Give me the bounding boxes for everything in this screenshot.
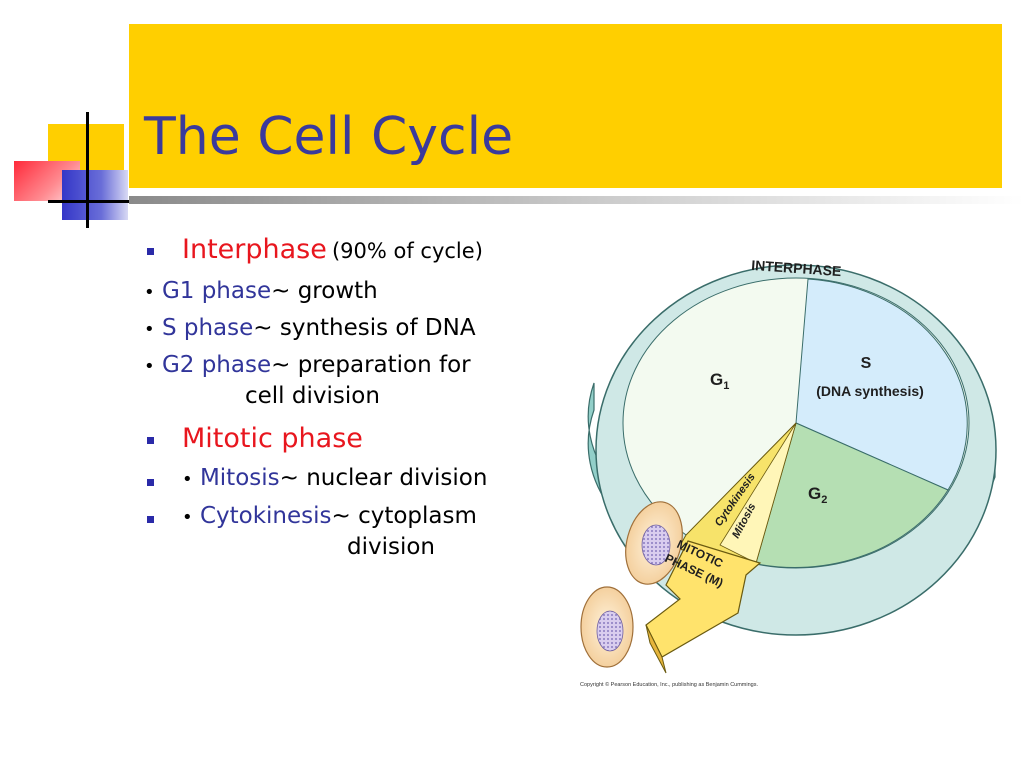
copyright-text: Copyright © Pearson Education, Inc., pub…	[580, 681, 758, 688]
ring-label: INTERPHASE	[751, 257, 842, 279]
g1-desc: ~ growth	[271, 278, 378, 304]
mitotic-heading: Mitotic phase	[182, 423, 363, 454]
interphase-note: (90% of cycle)	[331, 239, 483, 263]
g2-label: G2	[808, 484, 827, 506]
cell-cycle-diagram: INTERPHASE G1 S (DNA synthesis) G2 Cytok…	[580, 257, 997, 688]
bullet-s: • S phase~ synthesis of DNA	[144, 315, 476, 341]
sub-bullet-dot: •	[144, 356, 155, 377]
sub-bullet-dot: •	[144, 319, 155, 340]
deco-vertical-line	[86, 112, 89, 228]
mitosis-band	[719, 422, 797, 564]
mitotic-arrow-tail	[645, 624, 667, 674]
g2-desc-continued: cell division	[245, 383, 380, 409]
bullet-square	[147, 516, 154, 523]
cell-lower-nucleus	[596, 610, 624, 652]
g2-sector	[751, 422, 949, 569]
s-desc: ~ synthesis of DNA	[253, 315, 476, 341]
s-term: S phase	[161, 315, 254, 341]
deco-blue-square	[62, 170, 128, 220]
cytokinesis-desc-continued: division	[347, 534, 436, 560]
bullet-square	[147, 437, 154, 444]
title-band	[129, 24, 1002, 188]
bullet-cytokinesis: • Cytokinesis~ cytoplasm	[182, 503, 477, 529]
bullet-g1: • G1 phase~ growth	[144, 278, 378, 304]
bullet-square	[147, 479, 154, 486]
cytokinesis-term: Cytokinesis	[199, 503, 332, 529]
bullet-square	[147, 248, 154, 255]
s-label: S	[861, 355, 872, 372]
sub-bullet-dot: •	[182, 469, 193, 490]
cell-upper-nucleus	[641, 524, 671, 566]
g2-term: G2 phase	[161, 352, 272, 378]
sub-bullet-dot: •	[144, 282, 155, 303]
interphase-heading: Interphase	[182, 234, 327, 265]
slide-title: The Cell Cycle	[144, 107, 514, 167]
mitosis-term: Mitosis	[199, 465, 280, 491]
g2-desc: ~ preparation for	[271, 352, 471, 378]
s-sub-label: (DNA synthesis)	[816, 383, 924, 399]
sub-bullet-dot: •	[182, 507, 193, 528]
s-sector	[795, 278, 968, 491]
title-rule	[129, 196, 1024, 204]
cytokinesis-desc: ~ cytoplasm	[331, 503, 477, 529]
deco-horizontal-line	[48, 200, 136, 203]
g1-term: G1 phase	[161, 278, 272, 304]
bullet-mitosis: • Mitosis~ nuclear division	[182, 465, 487, 491]
mitosis-desc: ~ nuclear division	[279, 465, 488, 491]
g1-label: G1	[710, 370, 729, 392]
bullet-g2: • G2 phase~ preparation for	[144, 352, 471, 378]
bullet-interphase: Interphase (90% of cycle)	[182, 234, 483, 265]
